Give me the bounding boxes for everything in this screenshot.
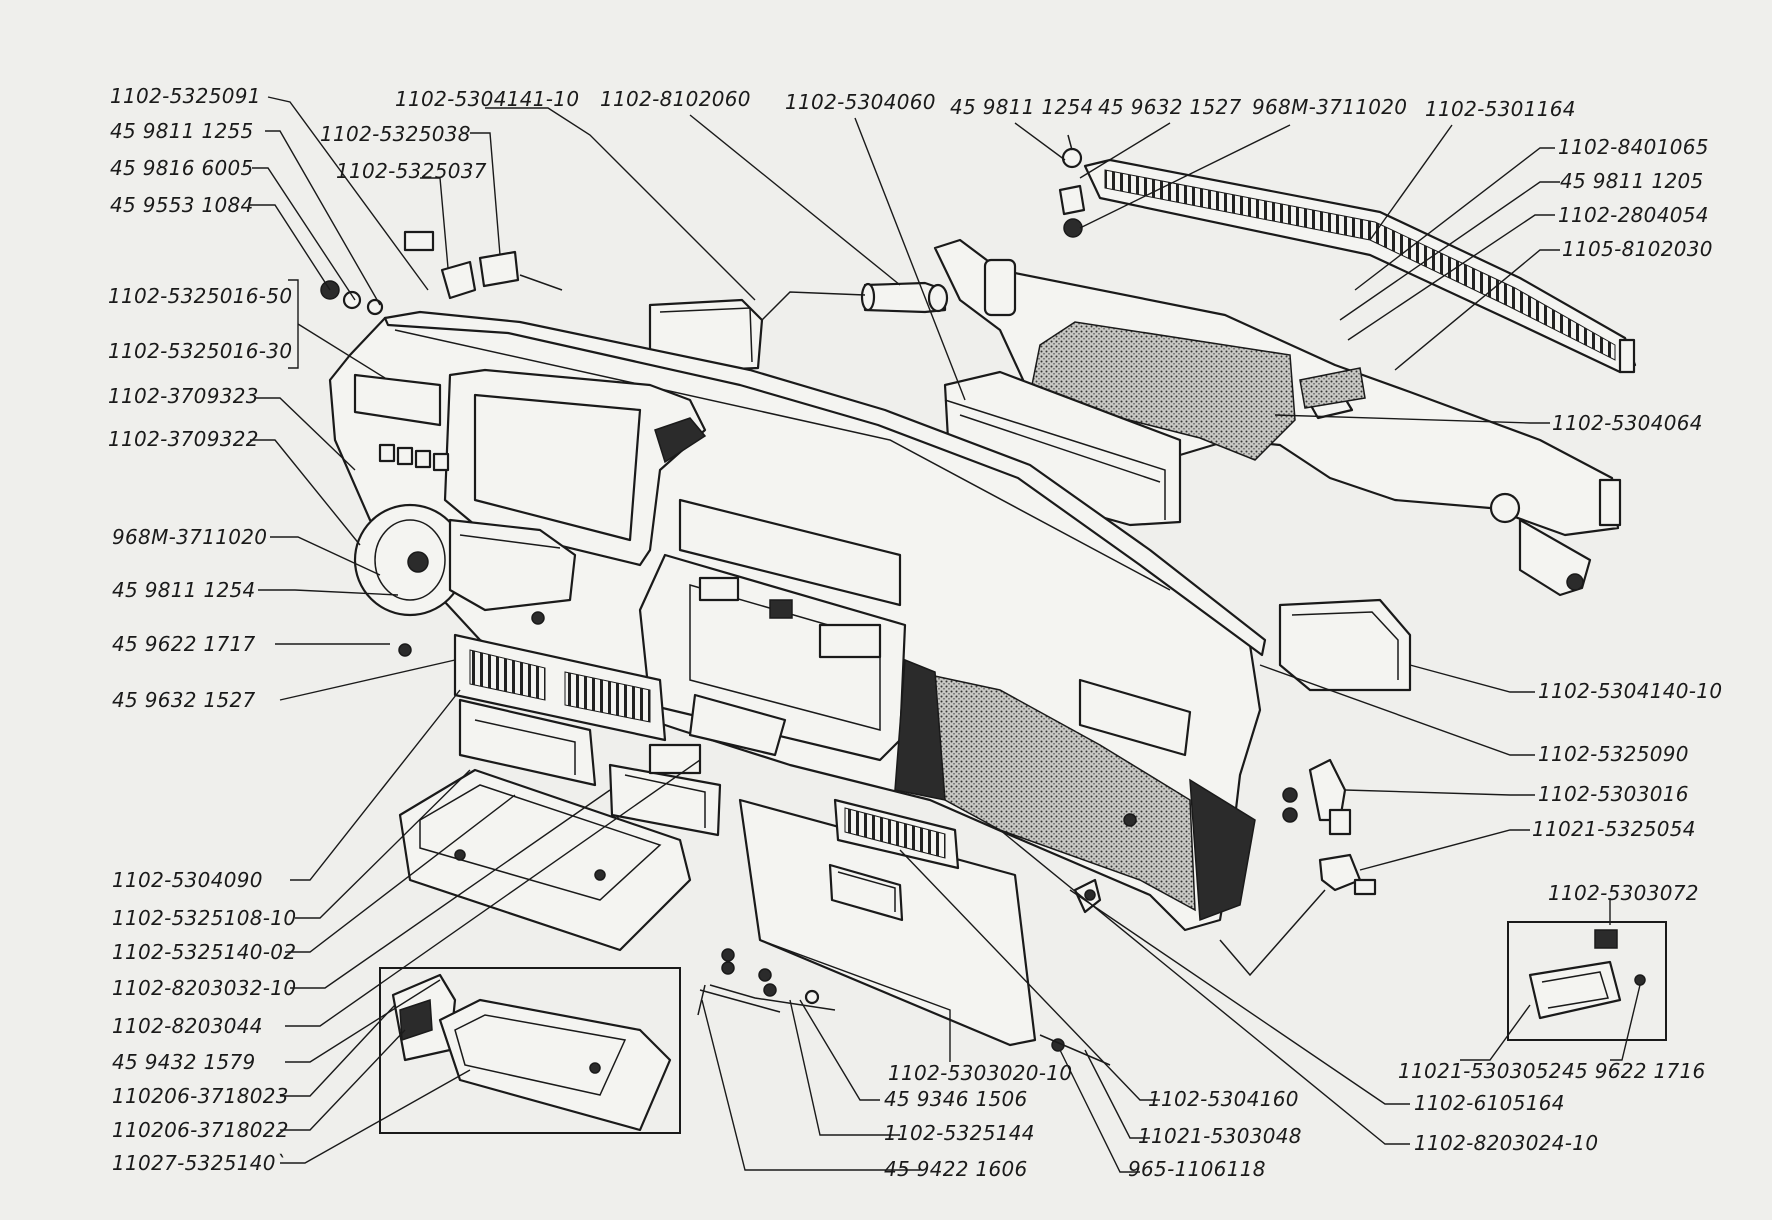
part-number-label: 1102-5325144 xyxy=(884,1121,1035,1145)
part-number-label: 965-1106118 xyxy=(1128,1157,1266,1181)
labels-top: 1102-5304141-10 1102-5325038 1102-532503… xyxy=(320,87,1576,183)
right-end-vent xyxy=(1278,598,1412,692)
part-number-label: 1105-8102030 xyxy=(1562,237,1713,261)
part-number-label: 1102-5304141-10 xyxy=(395,87,579,111)
part-number-label: 110206-3718023 xyxy=(112,1084,289,1108)
part-number-label: 968M-3711020 xyxy=(112,525,267,549)
part-number-label: 45 9553 1084 xyxy=(110,193,254,217)
labels-bottom: 1102-5303020-10 45 9346 1506 1102-532514… xyxy=(884,1061,1598,1181)
part-number-label: 1102-3709322 xyxy=(108,427,259,451)
part-number-label: 1102-5325140-02 xyxy=(112,940,296,964)
part-number-label: 1102-5325037 xyxy=(336,159,487,183)
part-number-label: 1102-5325038 xyxy=(320,122,471,146)
part-number-label: 45 9622 1717 xyxy=(112,632,256,656)
glovebox-lock-parts xyxy=(1073,758,1377,977)
part-number-label: 45 9632 1527 xyxy=(1098,95,1242,119)
inset-box-lower-right xyxy=(1507,921,1667,1041)
part-number-label: 45 9811 1205 xyxy=(1560,169,1704,193)
part-number-label: 45 9816 6005 xyxy=(110,156,254,180)
part-number-label: 1102-8203032-10 xyxy=(112,976,296,1000)
part-number-label: 1102-3709323 xyxy=(108,384,259,408)
part-number-label: 1102-5304064 xyxy=(1552,411,1703,435)
part-number-label: 1102-5325016-30 xyxy=(108,339,292,363)
part-number-label: 45 9632 1527 xyxy=(112,688,256,712)
part-number-label: 1102-6105164 xyxy=(1414,1091,1565,1115)
leader-lines xyxy=(250,96,1641,1173)
part-number-label: 45 9622 1716 xyxy=(1562,1059,1706,1083)
part-number-label: 1102-5303072 xyxy=(1548,881,1699,905)
part-number-label: 1102-8102060 xyxy=(600,87,751,111)
part-number-label: 45 9811 1255 xyxy=(110,119,254,143)
right-air-duct xyxy=(933,238,1622,597)
heater-control-housing xyxy=(353,503,577,617)
part-number-label: 45 9811 1254 xyxy=(950,95,1094,119)
labels-left: 1102-5325091 45 9811 1255 45 9816 6005 4… xyxy=(108,84,296,1175)
part-number-label: 45 9346 1506 xyxy=(884,1087,1028,1111)
part-number-label: 1102-5303020-10 xyxy=(888,1061,1072,1085)
part-number-label: 11021-5325054 xyxy=(1532,817,1696,841)
inset-box-lower-left xyxy=(379,967,681,1134)
part-number-label: 1102-5304090 xyxy=(112,868,263,892)
parts-drawing xyxy=(320,134,1667,1134)
part-number-label: 1102-5303016 xyxy=(1538,782,1689,806)
hinge-rod xyxy=(697,948,1111,1066)
labels-right: 1102-8401065 45 9811 1205 1102-2804054 1… xyxy=(1398,135,1722,1083)
instrument-panel-body xyxy=(328,310,1267,932)
part-number-label: 968M-3711020 xyxy=(1252,95,1407,119)
part-number-label: 1102-5325016-50 xyxy=(108,284,292,308)
part-number-label: 1102-5325091 xyxy=(110,84,261,108)
part-number-label: 1102-5304160 xyxy=(1148,1087,1299,1111)
part-number-label: 1102-5301164 xyxy=(1425,97,1576,121)
switch-panel xyxy=(398,611,667,787)
part-number-label: 1102-5304140-10 xyxy=(1538,679,1722,703)
glovebox-lid xyxy=(738,798,1037,1047)
part-number-label: 1102-8401065 xyxy=(1558,135,1709,159)
lower-shelf-box xyxy=(398,768,692,952)
part-number-label: 45 9422 1606 xyxy=(884,1157,1028,1181)
part-number-label: 1102-8203024-10 xyxy=(1414,1131,1598,1155)
part-number-label: 11021-5303052 xyxy=(1398,1059,1562,1083)
ashtray-assembly xyxy=(608,693,787,837)
part-number-label: 45 9432 1579 xyxy=(112,1050,256,1074)
part-number-label: 1102-5325108-10 xyxy=(112,906,296,930)
part-number-label: 1102-8203044 xyxy=(112,1014,263,1038)
part-number-label: 1102-5325090 xyxy=(1538,742,1689,766)
defroster-duct xyxy=(1058,134,1637,374)
part-number-label: 110206-3718022 xyxy=(112,1118,289,1142)
part-number-label: 45 9811 1254 xyxy=(112,578,256,602)
part-number-label: 1102-2804054 xyxy=(1558,203,1709,227)
part-number-label: 11021-5303048 xyxy=(1138,1124,1302,1148)
part-number-label: 11027-5325140` xyxy=(112,1151,286,1175)
top-left-brackets xyxy=(320,230,563,316)
part-number-label: 1102-5304060 xyxy=(785,90,936,114)
